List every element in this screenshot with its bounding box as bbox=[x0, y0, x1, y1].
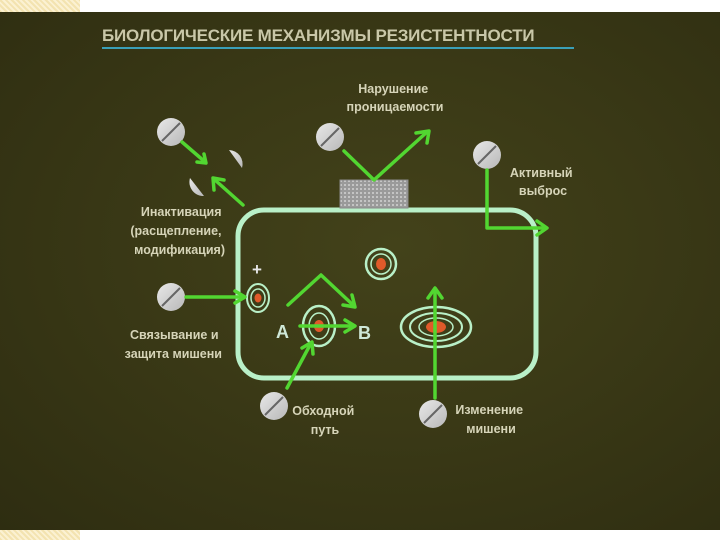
label-permeability: Нарушение проницаемости bbox=[347, 82, 444, 114]
resistance-diagram: БИОЛОГИЧЕСКИЕ МЕХАНИЗМЫ РЕЗИСТЕНТНОСТИ bbox=[102, 26, 576, 437]
arrow-efflux bbox=[485, 168, 549, 237]
arrow-target-change bbox=[426, 286, 444, 400]
slide-title: БИОЛОГИЧЕСКИЕ МЕХАНИЗМЫ РЕЗИСТЕНТНОСТИ bbox=[102, 26, 534, 45]
label-efflux: Активный выброс bbox=[510, 166, 576, 198]
drug-molecule-binding bbox=[157, 283, 185, 311]
drug-molecule-bypass bbox=[260, 392, 288, 420]
drug-molecule-efflux bbox=[473, 141, 501, 169]
label-target-change: Изменение мишени bbox=[455, 403, 526, 436]
label-inactivation: Инактивация (расщепление, модификация) bbox=[130, 205, 225, 257]
arrow-a-to-b bbox=[298, 318, 357, 334]
target-upper-middle bbox=[364, 247, 398, 281]
arrow-inactivation-in bbox=[180, 140, 208, 165]
point-b-label: B bbox=[358, 323, 371, 343]
plus-sign: + bbox=[252, 260, 262, 279]
point-a-label: A bbox=[276, 322, 289, 342]
label-bypass: Обходной путь bbox=[292, 404, 358, 437]
bacterial-cell bbox=[235, 207, 539, 381]
target-small-left bbox=[246, 283, 270, 313]
drug-molecule-permeability bbox=[316, 123, 344, 151]
arrow-bypass-route bbox=[286, 273, 357, 309]
arrow-bypass-in bbox=[285, 340, 315, 390]
drug-molecule-half-top bbox=[229, 150, 243, 168]
membrane-pore bbox=[339, 179, 409, 209]
arrow-permeability bbox=[342, 129, 431, 182]
drug-molecule-target-change bbox=[419, 400, 447, 428]
arrow-inactivation-out bbox=[211, 176, 245, 207]
label-binding: Связывание и защита мишени bbox=[125, 328, 222, 361]
drug-molecule-inactivation bbox=[157, 118, 185, 146]
drug-molecule-half-bottom bbox=[189, 178, 204, 197]
arrow-binding bbox=[184, 289, 247, 305]
slide: БИОЛОГИЧЕСКИЕ МЕХАНИЗМЫ РЕЗИСТЕНТНОСТИ bbox=[0, 12, 720, 530]
